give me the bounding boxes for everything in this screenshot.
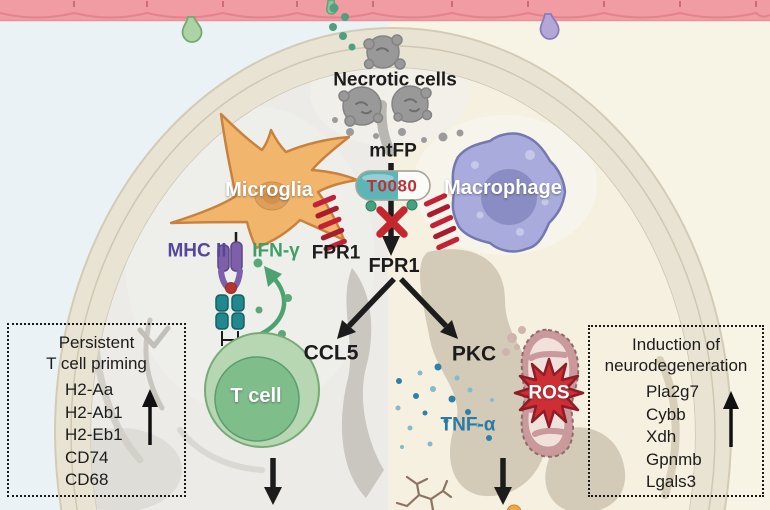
t-cell-label: T cell — [230, 385, 282, 407]
necrotic-cells-label: Necrotic cells — [333, 69, 457, 91]
fpr1-microglia-label: FPR1 — [311, 242, 361, 264]
t0080-capsule — [355, 170, 431, 212]
arrow-below-pkc — [494, 458, 512, 505]
microglia-cell — [169, 112, 359, 250]
right-box-title-line2: neurodegeneration — [604, 356, 748, 375]
ros-burst-icon — [513, 357, 585, 429]
microglia-label: Microglia — [225, 179, 313, 201]
t-cell — [204, 332, 320, 448]
gene-item: Lgals3 — [646, 472, 697, 491]
macrophage-label: Macrophage — [444, 177, 562, 199]
necrotic-cells — [332, 34, 464, 157]
mhc2-label: MHC II — [167, 240, 227, 262]
gene-item: Pla2g7 — [646, 382, 699, 401]
ifn-gamma-label: IFN-γ — [252, 240, 300, 262]
ros-label: ROS — [528, 382, 570, 404]
gene-item: CD68 — [65, 470, 109, 489]
gene-item: H2-Aa — [65, 380, 114, 399]
right-box-title-line1: Induction of — [632, 335, 720, 354]
gene-item: H2-Ab1 — [65, 402, 123, 422]
green-molecule-dots — [325, 0, 356, 51]
inhibition-x-icon — [376, 206, 408, 238]
arrow-below-t-cell — [264, 458, 282, 505]
mtfp-label: mtFP — [369, 140, 417, 162]
left-box-title-line2: T cell priming — [46, 354, 147, 373]
arrow-fpr1-to-pkc — [399, 277, 458, 339]
pkc-label: PKC — [451, 342, 497, 366]
fpr1-pathway-label: FPR1 — [368, 255, 420, 277]
neuron-sketch — [395, 475, 453, 510]
gene-item: Xdh — [646, 427, 677, 446]
gene-item: Cybb — [646, 404, 686, 424]
t0080-drug-label: T0080 — [366, 176, 418, 196]
upregulation-arrow-icon — [142, 389, 158, 445]
macrophage-cell — [451, 132, 567, 253]
purple-secretion-droplet — [539, 13, 560, 40]
arrow-fpr1-to-ccl5 — [337, 277, 396, 339]
blood-vessel-band — [0, 0, 770, 22]
cutoff-cell-bottom — [506, 504, 522, 510]
tnf-alpha-dots — [395, 363, 494, 449]
upregulation-arrow-icon — [723, 391, 739, 447]
gene-item: CD74 — [65, 447, 109, 467]
antigen-peptide-dot — [225, 282, 237, 294]
green-secretion-droplet — [181, 16, 203, 43]
tnf-alpha-label: TNF-α — [440, 414, 496, 436]
ccl5-label: CCL5 — [303, 341, 359, 365]
damaged-mitochondria — [502, 326, 580, 458]
gene-item: H2-Eb1 — [65, 425, 123, 444]
left-box-title-line1: Persistent — [58, 333, 135, 352]
gene-item: Gpnmb — [646, 449, 702, 469]
